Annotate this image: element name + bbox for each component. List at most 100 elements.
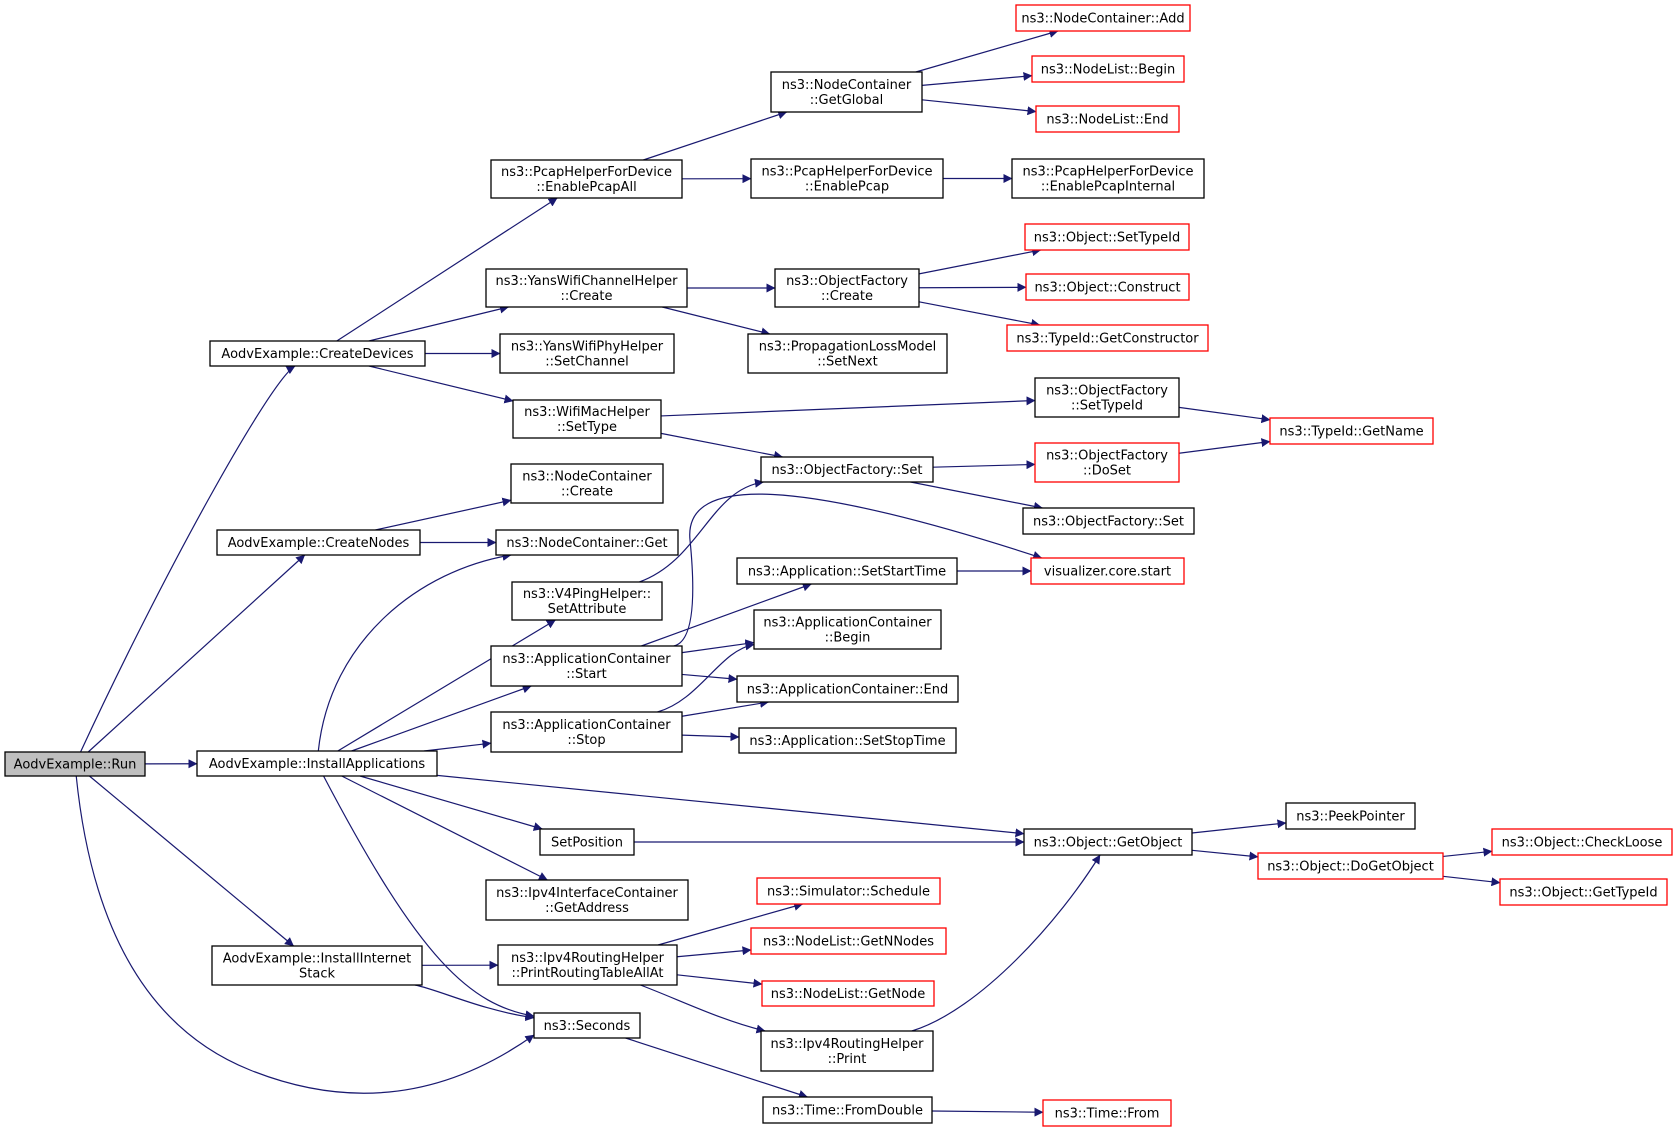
node-label: ::SetNext	[817, 355, 877, 370]
graph-node-pcapEnable[interactable]: ns3::PcapHelperForDevice::EnablePcap	[750, 158, 944, 199]
call-edge-seconds-to-fromDouble	[625, 1037, 808, 1099]
graph-node-checkLoose[interactable]: ns3::Object::CheckLoose	[1491, 828, 1673, 856]
graph-node-ofSet[interactable]: ns3::ObjectFactory::Set	[760, 456, 934, 483]
node-label: ::EnablePcap	[805, 180, 889, 195]
graph-node-objGetObject[interactable]: ns3::Object::GetObject	[1023, 828, 1193, 856]
graph-node-pcapInternal[interactable]: ns3::PcapHelperForDevice::EnablePcapInte…	[1011, 158, 1205, 199]
call-edge-appStart-to-vizStart	[673, 493, 1043, 647]
graph-node-run[interactable]: AodvExample::Run	[4, 751, 146, 777]
graph-node-timeFrom[interactable]: ns3::Time::From	[1042, 1099, 1172, 1127]
graph-node-ncAdd[interactable]: ns3::NodeContainer::Add	[1015, 4, 1191, 32]
graph-node-createNodes[interactable]: AodvExample::CreateNodes	[216, 529, 421, 556]
graph-node-peekPointer[interactable]: ns3::PeekPointer	[1285, 802, 1416, 830]
call-edge-createDevices-to-pcapAll	[336, 197, 558, 342]
graph-node-nlEnd[interactable]: ns3::NodeList::End	[1035, 105, 1180, 133]
call-edge-yansCreate-to-propSetNext	[662, 306, 771, 337]
call-edge-createDevices-to-yansCreate	[368, 304, 509, 342]
node-label: ::Create	[561, 485, 613, 500]
graph-node-macSetType[interactable]: ns3::WifiMacHelper::SetType	[512, 399, 662, 439]
graph-node-ipv4GetAddr[interactable]: ns3::Ipv4InterfaceContainer::GetAddress	[485, 879, 689, 921]
call-edge-printAllAt-to-simSchedule	[657, 902, 804, 946]
node-label: ns3::ObjectFactory::Set	[1033, 515, 1184, 530]
graph-node-simSchedule[interactable]: ns3::Simulator::Schedule	[756, 877, 941, 905]
graph-node-typeIdGetCtor[interactable]: ns3::TypeId::GetConstructor	[1006, 324, 1209, 352]
node-box	[1035, 105, 1180, 133]
node-box	[490, 711, 683, 753]
node-box	[762, 1096, 933, 1124]
graph-node-typeIdGetName[interactable]: ns3::TypeId::GetName	[1269, 417, 1434, 445]
graph-node-installApps[interactable]: AodvExample::InstallApplications	[196, 750, 438, 777]
call-edge-run-to-installInet	[89, 775, 294, 947]
graph-node-vizStart[interactable]: visualizer.core.start	[1030, 557, 1185, 585]
graph-node-ncGetGlobal[interactable]: ns3::NodeContainer::GetGlobal	[770, 71, 923, 113]
call-edge-ofCreate-to-typeIdGetCtor	[918, 301, 1041, 328]
node-box	[539, 828, 635, 856]
node-box	[512, 399, 662, 439]
call-edge-ofCreate-to-objSetTypeId	[918, 247, 1042, 275]
graph-node-nlGetN[interactable]: ns3::NodeList::GetNNodes	[750, 927, 947, 955]
graph-node-seconds[interactable]: ns3::Seconds	[533, 1012, 641, 1039]
node-label: ns3::NodeContainer::Add	[1021, 12, 1184, 27]
node-box	[499, 333, 675, 374]
graph-node-yansCreate[interactable]: ns3::YansWifiChannelHelper::Create	[485, 268, 688, 308]
graph-node-ofCreate[interactable]: ns3::ObjectFactory::Create	[774, 268, 920, 308]
graph-node-v4ping[interactable]: ns3::V4PingHelper::SetAttribute	[511, 581, 663, 621]
node-box	[1023, 828, 1193, 856]
graph-node-propSetNext[interactable]: ns3::PropagationLossModel::SetNext	[747, 333, 948, 374]
graph-node-ncCreate[interactable]: ns3::NodeContainer::Create	[510, 463, 664, 504]
graph-node-objConstruct[interactable]: ns3::Object::Construct	[1025, 273, 1190, 301]
graph-node-appSetStart[interactable]: ns3::Application::SetStartTime	[736, 557, 958, 585]
node-label: ns3::NodeContainer	[522, 470, 652, 485]
graph-node-appStop[interactable]: ns3::ApplicationContainer::Stop	[490, 711, 683, 753]
graph-node-objSetTypeId[interactable]: ns3::Object::SetTypeId	[1024, 223, 1190, 251]
node-box	[490, 645, 683, 687]
call-edge-pcapAll-to-ncGetGlobal	[643, 110, 788, 161]
node-label: AodvExample::CreateDevices	[221, 347, 413, 362]
graph-node-setPosition[interactable]: SetPosition	[539, 828, 635, 856]
node-label: ns3::NodeContainer::Get	[506, 536, 667, 551]
node-label: ::EnablePcapInternal	[1041, 180, 1175, 195]
node-label: ns3::PeekPointer	[1296, 810, 1405, 825]
node-box	[497, 944, 678, 986]
graph-node-appEnd[interactable]: ns3::ApplicationContainer::End	[736, 675, 959, 703]
node-label: ns3::PcapHelperForDevice	[762, 165, 933, 180]
graph-node-createDevices[interactable]: AodvExample::CreateDevices	[209, 340, 426, 367]
call-edge-installApps-to-appStart	[351, 684, 532, 752]
graph-node-ofDoSet[interactable]: ns3::ObjectFactory::DoSet	[1034, 442, 1180, 483]
graph-node-fromDouble[interactable]: ns3::Time::FromDouble	[762, 1096, 933, 1124]
graph-node-nlGetNode[interactable]: ns3::NodeList::GetNode	[761, 980, 935, 1007]
node-label: ns3::ApplicationContainer	[502, 718, 671, 733]
graph-node-getTypeId[interactable]: ns3::Object::GetTypeId	[1499, 878, 1668, 906]
node-label: ns3::NodeContainer	[782, 78, 912, 93]
graph-node-appStart[interactable]: ns3::ApplicationContainer::Start	[490, 645, 683, 687]
graph-node-nlBegin[interactable]: ns3::NodeList::Begin	[1031, 55, 1185, 83]
node-label: ns3::PcapHelperForDevice	[501, 165, 672, 180]
node-box	[485, 268, 688, 308]
graph-node-printAllAt[interactable]: ns3::Ipv4RoutingHelper::PrintRoutingTabl…	[497, 944, 678, 986]
call-edge-printAllAt-to-ipv4Print	[640, 984, 766, 1034]
graph-node-appSetStop[interactable]: ns3::Application::SetStopTime	[738, 727, 957, 754]
graph-node-yansSetCh[interactable]: ns3::YansWifiPhyHelper::SetChannel	[499, 333, 675, 374]
graph-node-doGetObject[interactable]: ns3::Object::DoGetObject	[1257, 852, 1444, 880]
node-label: ns3::ApplicationContainer::End	[747, 683, 948, 698]
node-label: ns3::Ipv4RoutingHelper	[511, 951, 665, 966]
graph-node-pcapAll[interactable]: ns3::PcapHelperForDevice::EnablePcapAll	[490, 159, 683, 199]
node-layer: AodvExample::Run AodvExample::CreateDevic…	[4, 4, 1673, 1127]
graph-node-ipv4Print[interactable]: ns3::Ipv4RoutingHelper::Print	[760, 1030, 934, 1072]
call-edge-ncGetGlobal-to-ncAdd	[915, 29, 1059, 73]
node-label: ns3::Application::SetStopTime	[749, 734, 945, 749]
graph-node-appBegin[interactable]: ns3::ApplicationContainer::Begin	[753, 609, 942, 650]
call-edge-appStart-to-appSetStart	[641, 582, 812, 647]
node-box	[1491, 828, 1673, 856]
node-label: ns3::Seconds	[544, 1019, 631, 1034]
graph-node-ncGet[interactable]: ns3::NodeContainer::Get	[495, 529, 679, 556]
call-edge-ofSetTypeId-to-typeIdGetName	[1178, 406, 1271, 424]
call-edge-run-to-createNodes	[87, 554, 306, 753]
graph-node-ofSetTypeId[interactable]: ns3::ObjectFactory::SetTypeId	[1034, 377, 1180, 418]
edge-layer	[75, 29, 1501, 1117]
node-box	[1011, 158, 1205, 199]
graph-node-ofSet2[interactable]: ns3::ObjectFactory::Set	[1022, 507, 1195, 535]
call-edge-ncGetGlobal-to-nlBegin	[921, 71, 1033, 86]
call-edge-ofDoSet-to-typeIdGetName	[1178, 438, 1271, 454]
